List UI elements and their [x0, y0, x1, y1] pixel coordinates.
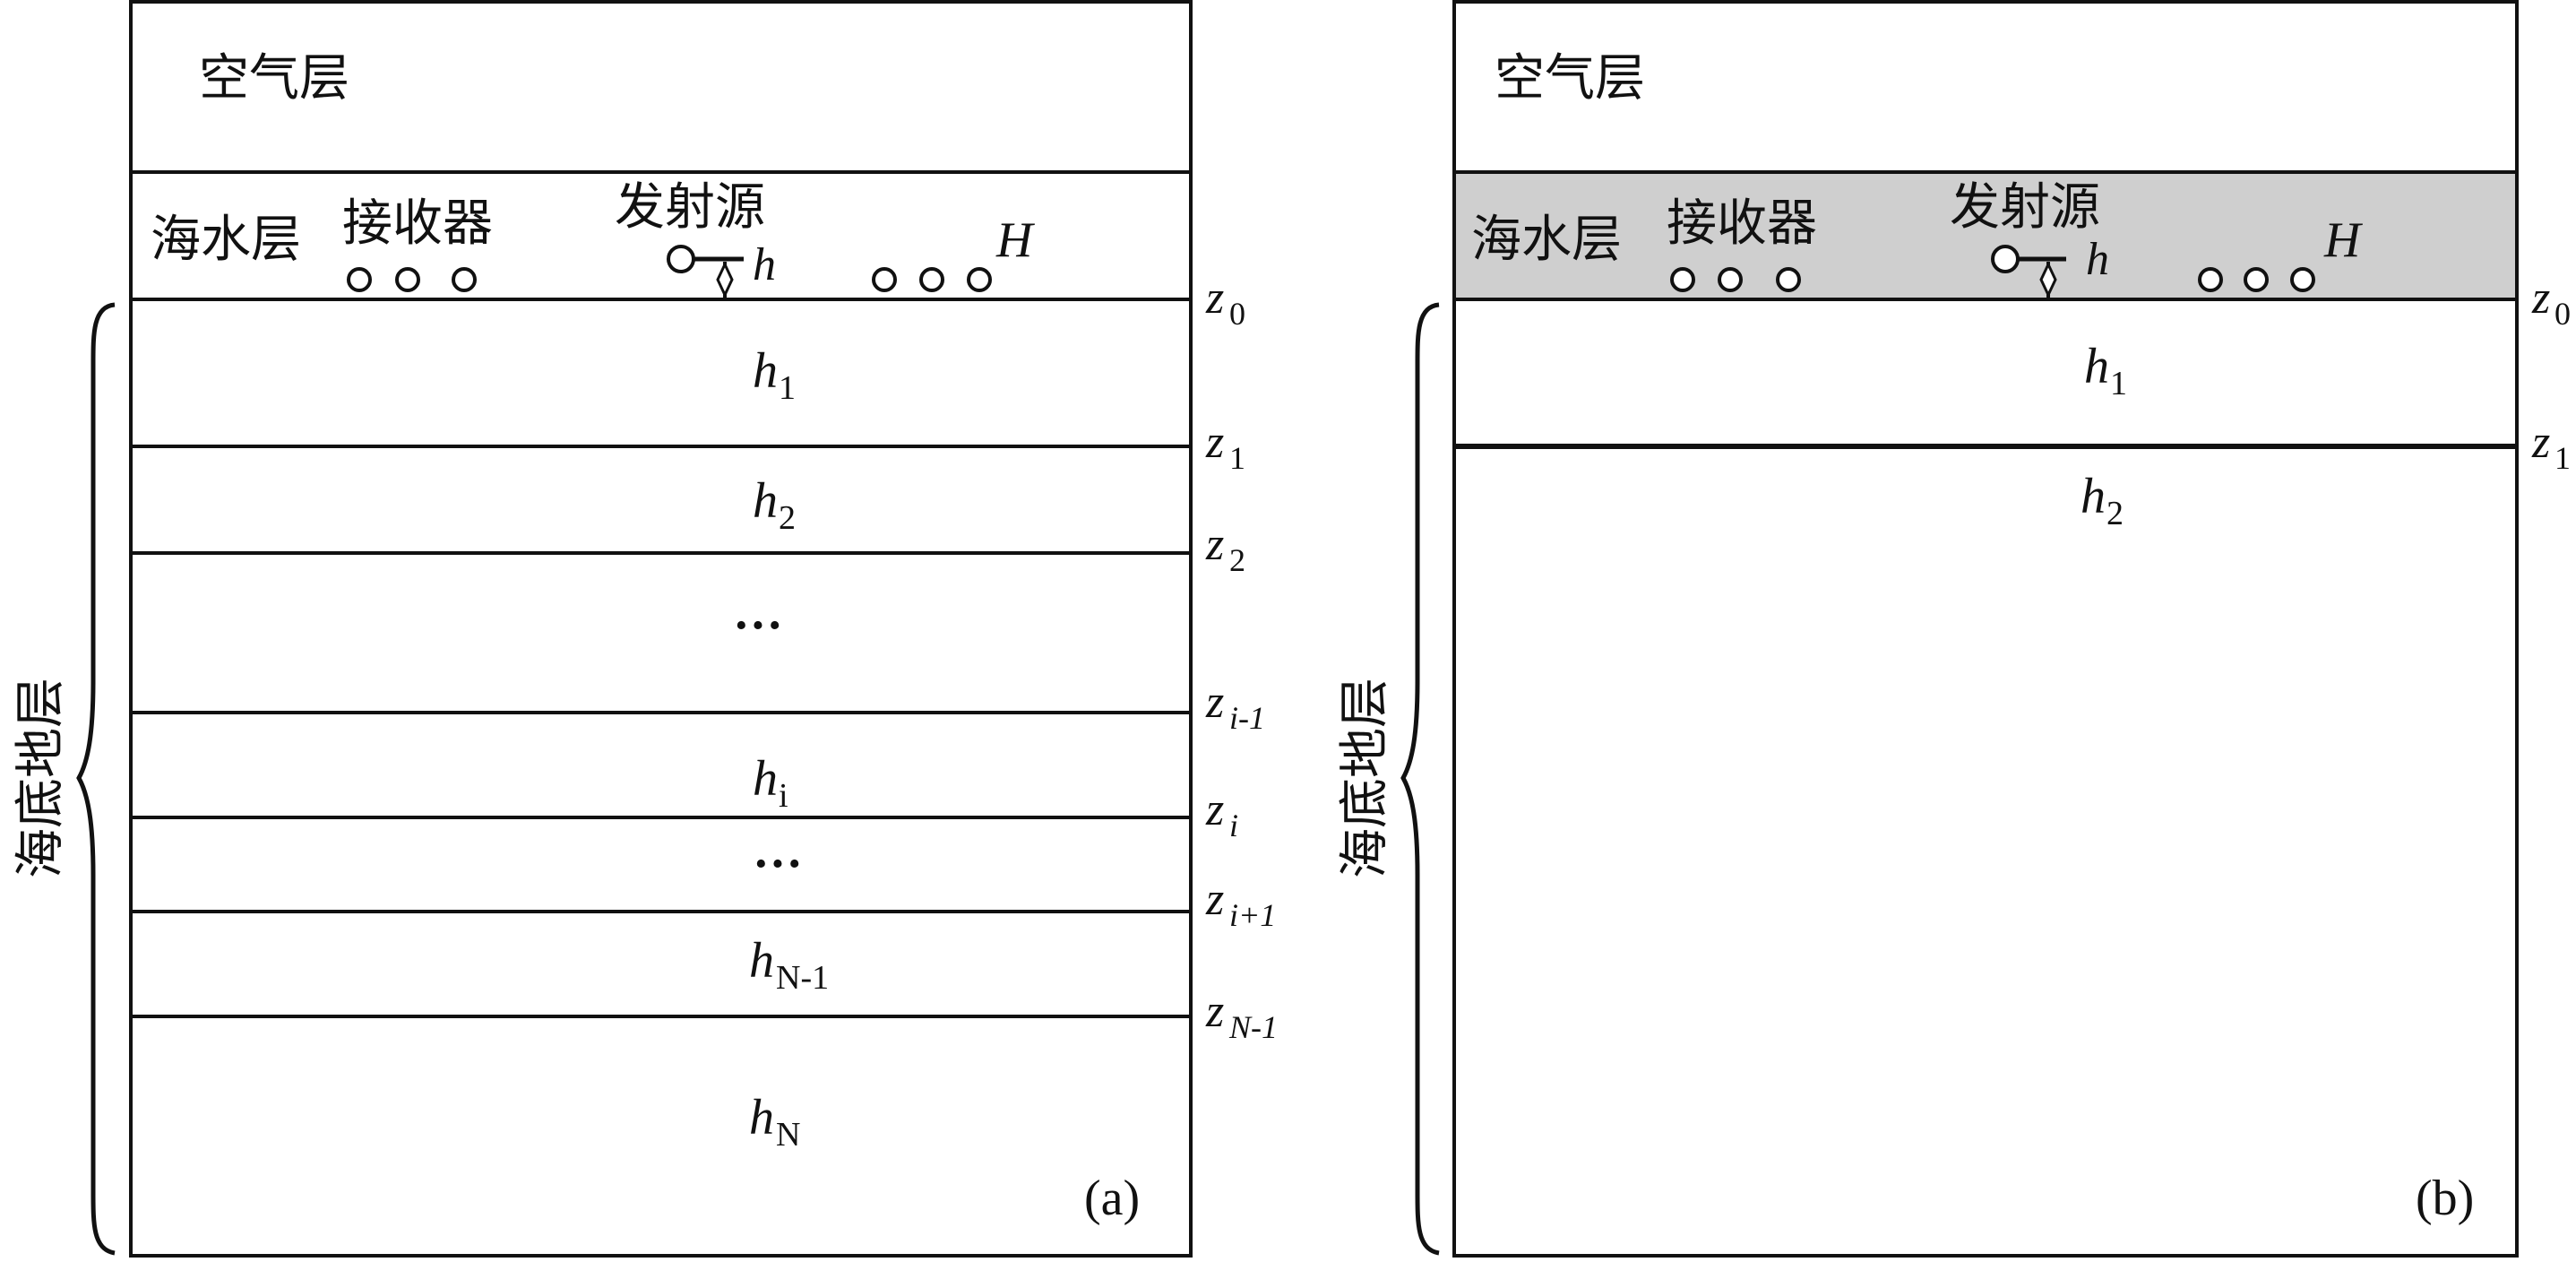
panel-label-a: (a): [1084, 1171, 1140, 1226]
source-label: 发射源: [1950, 178, 2100, 237]
receiver-icon: [395, 267, 420, 292]
svg-text:i: i: [1229, 808, 1238, 843]
svg-text:h: h: [753, 473, 778, 529]
svg-text:h: h: [2081, 469, 2106, 524]
source-height-label: h: [2086, 234, 2109, 285]
svg-text:z: z: [2531, 417, 2550, 468]
panel-a: 空气层 海水层 接收器 发射源 h H h 1 h 2 ··· h: [12, 0, 1278, 1258]
layer-ellipsis: ···: [753, 836, 803, 892]
svg-text:z: z: [1205, 519, 1224, 570]
receiver-icon: [967, 267, 992, 292]
boundary-label-zi-1: z i-1: [1205, 677, 1265, 736]
receiver-icon: [347, 267, 372, 292]
svg-text:i+1: i+1: [1229, 897, 1276, 933]
layer-label-hi: h i: [753, 751, 788, 815]
transmitter-source-icon: [1991, 245, 2066, 298]
svg-text:z: z: [2531, 272, 2550, 324]
source-height-label: h: [753, 239, 776, 290]
panel-b: 空气层 海水层 接收器 发射源 h H h 1 h 2 z 0: [1336, 0, 2571, 1258]
seawater-layer-label: 海水层: [1471, 211, 1622, 269]
svg-text:h: h: [749, 1090, 774, 1145]
svg-text:z: z: [1205, 986, 1224, 1037]
svg-text:h: h: [753, 343, 778, 399]
water-depth-label: H: [995, 212, 1035, 268]
svg-text:h: h: [749, 933, 774, 989]
svg-text:1: 1: [2554, 440, 2571, 476]
layer-label-hN: h N: [749, 1090, 800, 1154]
receiver-icon: [2290, 267, 2315, 292]
svg-text:z: z: [1205, 677, 1224, 728]
seawater-layer-fill: [1454, 172, 2517, 299]
receiver-icon: [2244, 267, 2269, 292]
boundary-label-z2: z 2: [1205, 519, 1245, 578]
svg-text:N: N: [776, 1116, 800, 1154]
svg-text:1: 1: [779, 369, 796, 407]
layer-label-h2: h 2: [753, 473, 796, 537]
receiver-label: 接收器: [342, 194, 493, 253]
boundary-label-zi+1: z i+1: [1205, 874, 1276, 933]
receiver-icon: [1776, 267, 1801, 292]
receiver-icon: [452, 267, 477, 292]
receiver-label: 接收器: [1667, 194, 1817, 253]
boundary-label-z1: z 1: [1205, 417, 1245, 476]
boundary-label-zN-1: z N-1: [1205, 986, 1278, 1045]
seabed-layer-label: 海底地层: [12, 678, 70, 878]
svg-text:i: i: [779, 777, 788, 815]
panel-b-frame: [1452, 0, 2519, 1258]
boundary-label-zi: z i: [1205, 784, 1238, 843]
receiver-icon: [1670, 267, 1695, 292]
svg-text:h: h: [753, 751, 778, 807]
svg-text:2: 2: [779, 499, 796, 537]
air-layer-label: 空气层: [199, 49, 349, 108]
svg-text:0: 0: [1229, 296, 1245, 332]
svg-text:0: 0: [2554, 296, 2571, 332]
svg-text:1: 1: [1229, 440, 1245, 476]
receiver-icon: [2198, 267, 2223, 292]
layer-label-hN-1: h N-1: [749, 933, 829, 997]
water-depth-label: H: [2323, 212, 2363, 268]
svg-text:2: 2: [2106, 495, 2124, 532]
boundary-label-z0: z 0: [1205, 272, 1245, 332]
svg-text:z: z: [1205, 874, 1224, 925]
layer-ellipsis: ···: [733, 598, 783, 653]
seawater-layer-label: 海水层: [151, 211, 301, 269]
seabed-brace-icon: [1400, 302, 1440, 1256]
receiver-icon: [919, 267, 944, 292]
svg-text:z: z: [1205, 417, 1224, 468]
air-layer-label: 空气层: [1495, 49, 1645, 108]
svg-text:N-1: N-1: [1228, 1009, 1278, 1045]
svg-text:2: 2: [1229, 542, 1245, 578]
layer-label-h1: h 1: [753, 343, 796, 407]
receiver-icon: [872, 267, 897, 292]
panel-a-frame: [129, 0, 1193, 1258]
transmitter-source-icon: [667, 245, 744, 298]
svg-text:N-1: N-1: [776, 959, 829, 997]
source-label: 发射源: [615, 178, 765, 237]
boundary-label-z1: z 1: [2531, 417, 2571, 476]
panel-label-b: (b): [2416, 1171, 2474, 1226]
svg-text:z: z: [1205, 784, 1224, 835]
svg-text:i-1: i-1: [1229, 700, 1265, 736]
svg-text:1: 1: [2110, 365, 2127, 402]
receiver-icon: [1718, 267, 1743, 292]
seabed-brace-icon: [76, 302, 116, 1256]
layer-label-h2: h 2: [2081, 469, 2124, 532]
svg-text:z: z: [1205, 272, 1224, 324]
layer-label-h1: h 1: [2084, 339, 2127, 402]
seabed-layer-label: 海底地层: [1336, 678, 1394, 878]
boundary-label-z0: z 0: [2531, 272, 2571, 332]
svg-text:h: h: [2084, 339, 2109, 394]
